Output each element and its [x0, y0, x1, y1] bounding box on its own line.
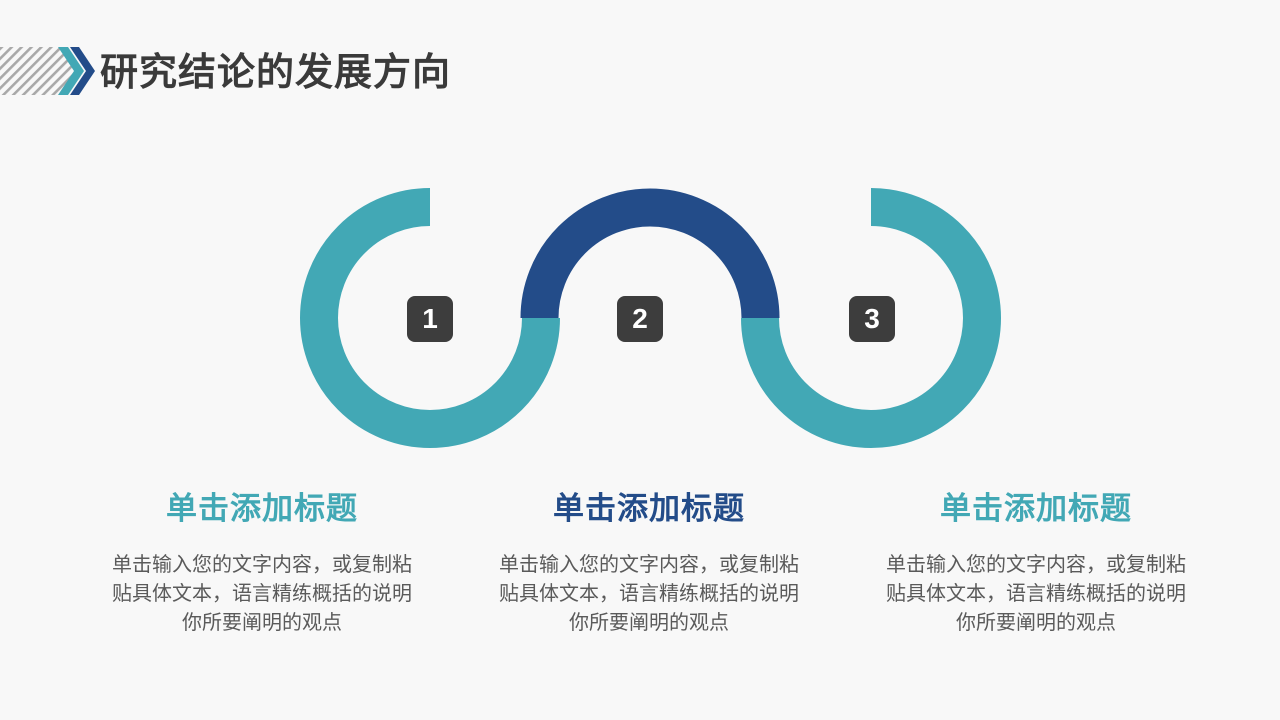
step-text-3[interactable]: 单击输入您的文字内容，或复制粘贴具体文本，语言精练概括的说明你所要阐明的观点 — [886, 552, 1186, 634]
step-column-2: 单击添加标题 单击输入您的文字内容，或复制粘贴具体文本，语言精练概括的说明你所要… — [479, 488, 819, 637]
step-text-2[interactable]: 单击输入您的文字内容，或复制粘贴具体文本，语言精练概括的说明你所要阐明的观点 — [499, 552, 799, 634]
page-title: 研究结论的发展方向 — [100, 50, 452, 94]
ring-segment-1 — [300, 188, 560, 448]
step-badge-3: 3 — [849, 296, 895, 342]
step-column-1: 单击添加标题 单击输入您的文字内容，或复制粘贴具体文本，语言精练概括的说明你所要… — [92, 488, 432, 637]
step-badge-1: 1 — [407, 296, 453, 342]
step-column-3: 单击添加标题 单击输入您的文字内容，或复制粘贴具体文本，语言精练概括的说明你所要… — [866, 488, 1206, 637]
step-badge-2: 2 — [617, 296, 663, 342]
step-text-1[interactable]: 单击输入您的文字内容，或复制粘贴具体文本，语言精练概括的说明你所要阐明的观点 — [112, 552, 412, 634]
header-chevron-decoration — [0, 47, 95, 95]
ring-segment-3 — [741, 188, 1001, 448]
step-title-2[interactable]: 单击添加标题 — [553, 491, 745, 527]
step-title-1[interactable]: 单击添加标题 — [166, 491, 358, 527]
ring-segment-2 — [520, 188, 780, 319]
step-title-3[interactable]: 单击添加标题 — [940, 491, 1132, 527]
